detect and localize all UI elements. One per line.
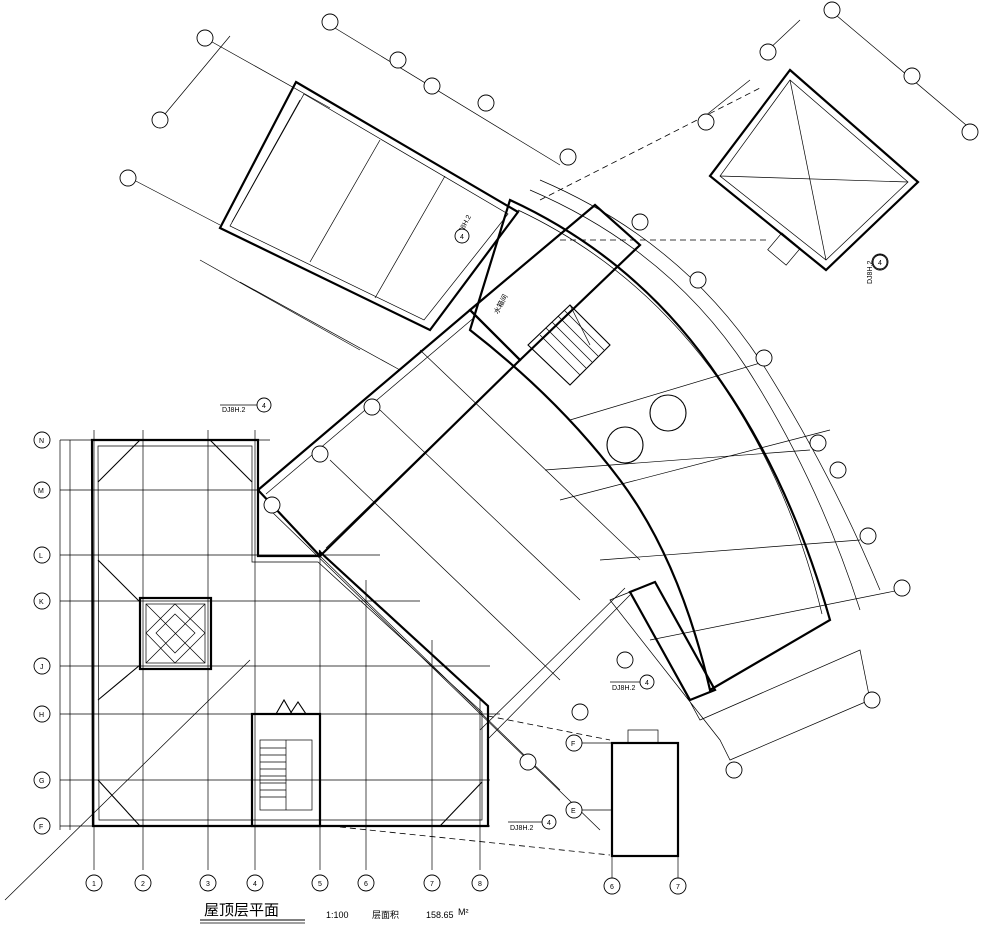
grid-label: J	[40, 664, 44, 671]
area-label: 层面积	[372, 909, 399, 920]
grid-label: G	[39, 778, 44, 785]
grid-label: K	[39, 599, 44, 606]
detail-ref-2: DJ8H.2 4	[867, 254, 888, 284]
upper-left-block	[129, 24, 770, 371]
detail-ref-3: DJ8H.2 4	[610, 674, 655, 692]
detail-ref-sheet: 4	[262, 403, 266, 410]
grid-label: H	[39, 712, 44, 719]
detail-ref-sheet: 4	[460, 234, 464, 241]
grid-label: 3	[206, 881, 210, 888]
grid-label: 6	[610, 884, 614, 891]
grid-label: 7	[430, 881, 434, 888]
grid-label: 6	[364, 881, 368, 888]
main-block	[4, 430, 611, 901]
detail-ref-code: DJ8H.2	[510, 825, 533, 832]
grid-label: L	[39, 553, 43, 560]
grid-label: 5	[318, 881, 322, 888]
grid-label: 7	[676, 884, 680, 891]
room-label-water-tank: 水箱间	[492, 293, 510, 316]
central-wing: 水箱间	[256, 179, 901, 831]
detail-ref-code: DJ8H.2	[612, 685, 635, 692]
grid-bubbles-small-block: F E 6 7	[565, 734, 687, 895]
grid-label: F	[571, 741, 575, 748]
small-detached-block	[582, 729, 680, 880]
grid-bubbles-left: N M L K J H G F	[33, 431, 51, 835]
detail-ref-5: DJ8H.2 4	[454, 214, 473, 244]
detail-ref-4: DJ8H.2 4	[508, 814, 557, 832]
grid-label: E	[571, 808, 576, 815]
grid-label: M	[38, 488, 44, 495]
upper-right-block	[699, 9, 973, 272]
drawing-title: 屋顶层平面	[204, 903, 279, 919]
grid-label: 1	[92, 881, 96, 888]
detail-ref-sheet: 4	[547, 820, 551, 827]
detail-ref-sheet: 4	[878, 260, 882, 267]
grid-label: 2	[141, 881, 145, 888]
grid-label: N	[39, 438, 44, 445]
area-value: 158.65	[426, 910, 454, 920]
detail-ref-sheet: 4	[645, 680, 649, 687]
drawing-title-block: 屋顶层平面 1:100 层面积 158.65 M²	[200, 903, 469, 924]
drawing-scale: 1:100	[326, 910, 349, 920]
main-block-outline	[90, 438, 490, 828]
grid-bubbles-bottom: 1 2 3 4 5 6 7 8	[85, 874, 489, 892]
grid-label: F	[39, 824, 43, 831]
grid-label: 8	[478, 881, 482, 888]
detail-ref-code: DJ8H.2	[867, 261, 874, 284]
grid-label: 4	[253, 881, 257, 888]
grid-bubbles-angled	[119, 1, 979, 779]
detail-ref-code: DJ8H.2	[222, 407, 245, 414]
detail-ref-1: DJ8H.2 4	[220, 397, 272, 414]
area-unit: M²	[458, 907, 469, 917]
